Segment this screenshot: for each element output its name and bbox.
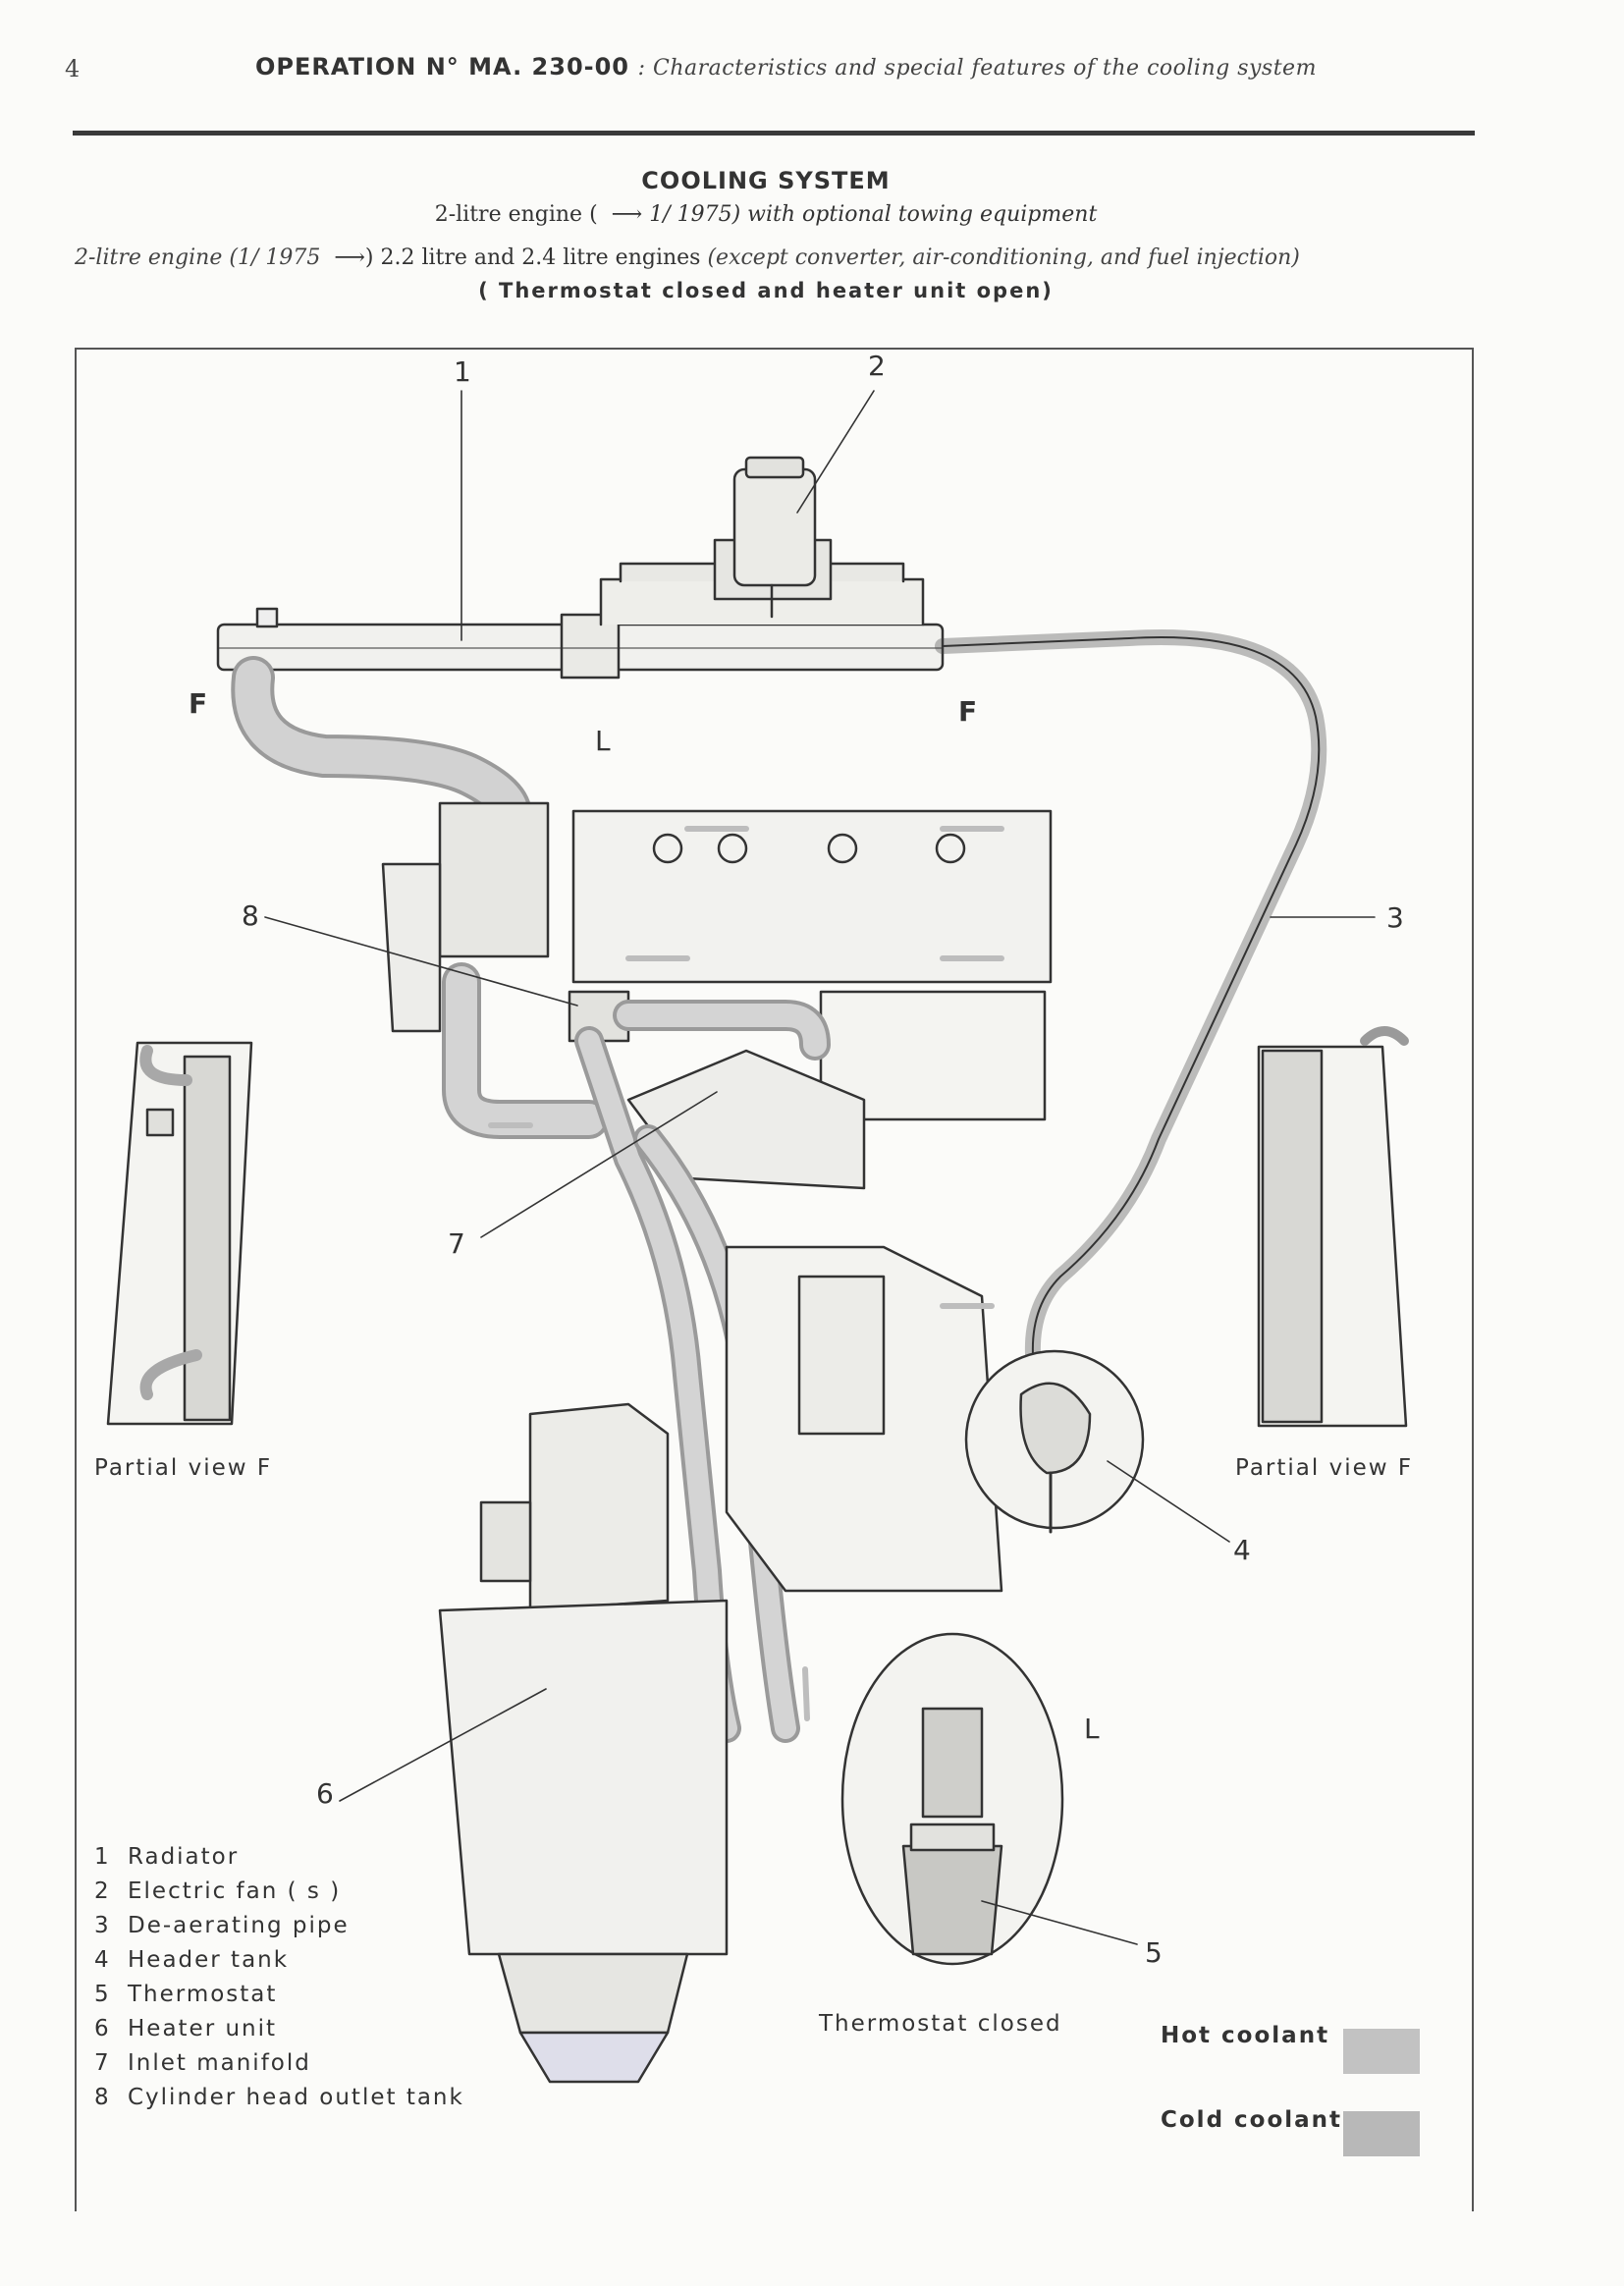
page-number: 4 xyxy=(65,55,81,82)
electric-fan xyxy=(599,456,925,626)
thermostat-inset xyxy=(840,1632,1064,1966)
arrow-right-icon: ⟶ xyxy=(327,245,365,270)
callout-4: 4 xyxy=(1233,1534,1251,1566)
operation-description: : Characteristics and special features o… xyxy=(637,56,1317,81)
subtitle-line-3: ( Thermostat closed and heater unit open… xyxy=(478,279,1054,302)
subtitle-2-end: (except converter, air-conditioning, and… xyxy=(707,245,1300,270)
subtitle-line-2: 2-litre engine (1/ 1975 ⟶) 2.2 litre and… xyxy=(75,245,1300,270)
partial-view-left-label: Partial view F xyxy=(94,1455,273,1481)
running-head: OPERATION N° MA. 230-00 : Characteristic… xyxy=(255,53,1317,81)
thermostat-view-label: Thermostat closed xyxy=(819,2011,1062,2037)
callout-l-inset: L xyxy=(1084,1713,1100,1745)
subtitle-2-mid: ) 2.2 litre and 2.4 litre engines xyxy=(364,245,701,270)
header-tank xyxy=(964,1349,1145,1534)
callout-6: 6 xyxy=(316,1777,334,1810)
callout-8: 8 xyxy=(242,899,259,932)
cold-coolant-label: Cold coolant xyxy=(1161,2107,1343,2133)
engine-block xyxy=(571,809,1053,1121)
header-rule xyxy=(73,131,1475,136)
heater-unit xyxy=(438,1402,729,2084)
callout-l-top: L xyxy=(595,725,611,757)
diagram-title: COOLING SYSTEM xyxy=(641,167,891,194)
callout-leaders xyxy=(264,390,1376,1945)
callout-1: 1 xyxy=(454,355,471,388)
cold-coolant-swatch xyxy=(1343,2111,1420,2156)
callout-3: 3 xyxy=(1386,901,1404,934)
partial-view-f-right xyxy=(1257,1026,1409,1428)
operation-number: OPERATION N° MA. 230-00 xyxy=(255,53,629,81)
callout-2: 2 xyxy=(868,350,886,382)
flow-arrows xyxy=(488,826,1004,1721)
subtitle-1-start: 2-litre engine ( xyxy=(434,202,598,227)
radiator-top-tank xyxy=(216,607,945,680)
hot-coolant-swatch xyxy=(1343,2029,1420,2074)
arrow-right-icon: ⟶ xyxy=(604,202,643,227)
partial-view-f-left xyxy=(106,1041,253,1426)
partial-view-right-label: Partial view F xyxy=(1235,1455,1414,1481)
water-pump xyxy=(438,801,550,958)
callout-f-right: F xyxy=(958,695,978,728)
diagram-frame xyxy=(75,348,1474,2211)
callout-5: 5 xyxy=(1145,1936,1163,1969)
subtitle-line-1: 2-litre engine ( ⟶ 1/ 1975) with optiona… xyxy=(0,202,1532,227)
subtitle-1-end: 1/ 1975) with optional towing equipment xyxy=(649,202,1098,227)
subtitle-2-start: 2-litre engine (1/ 1975 xyxy=(75,245,321,270)
callout-7: 7 xyxy=(448,1227,465,1260)
callout-f-left: F xyxy=(189,687,208,720)
hot-coolant-label: Hot coolant xyxy=(1161,2023,1330,2048)
